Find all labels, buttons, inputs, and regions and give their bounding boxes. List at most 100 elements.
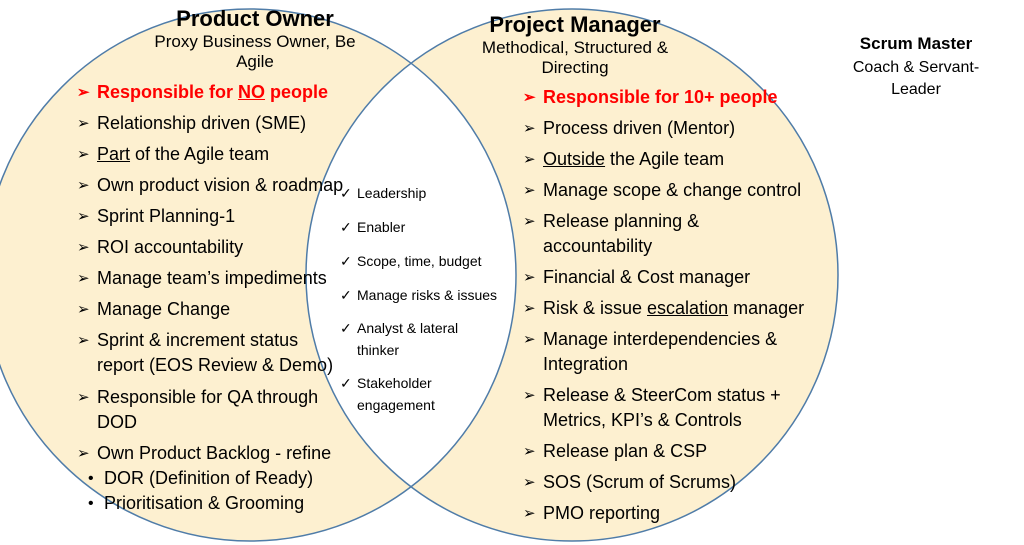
item-text: Manage Change [97,299,231,319]
item-underlined-text: NO [238,82,266,102]
item-underlined-text: Outside [543,149,606,169]
project-manager-subtitle: Methodical, Structured & Directing [482,38,668,78]
list-item: ➢ Release planning & accountability [523,209,700,259]
item-text: SOS (Scrum of Scrums) [543,472,737,492]
checkmark-icon: ✓ [340,185,352,201]
list-item: ➢Responsible for 10+ people [523,85,778,110]
arrow-bullet-icon: ➢ [77,177,90,194]
arrow-bullet-icon: ➢ [77,389,90,406]
item-text: Scope, time, budget [357,253,482,269]
arrow-bullet-icon: ➢ [523,474,536,491]
item-text-line2: DOD [97,412,137,432]
arrow-bullet-icon: ➢ [523,300,536,317]
item-text: Release & SteerCom status + [543,385,781,405]
list-item: ➢Manage team’s impediments [77,266,327,291]
list-item: ➢ Own Product Backlog - refine [77,441,332,466]
item-text: Responsible for 10+ people [543,87,778,107]
item-text: people [265,82,329,102]
list-item: ➢Risk & issue escalation manager [523,296,804,321]
arrow-bullet-icon: ➢ [77,84,90,101]
item-text: Manage scope & change control [543,180,802,200]
arrow-bullet-icon: ➢ [523,387,536,404]
overlap-region [306,9,516,541]
shared-item: ✓ Leadership [340,182,427,204]
list-item: ➢ Outside the Agile team [523,147,725,172]
list-item: ➢ Part of the Agile team [77,142,270,167]
item-text: DOR (Definition of Ready) [104,468,314,488]
scrum-master-subtitle: Coach & Servant- Leader [853,57,979,101]
arrow-bullet-icon: ➢ [77,445,90,462]
project-manager-outline [305,8,839,542]
item-text: Leadership [357,185,427,201]
item-text: ROI accountability [97,237,244,257]
arrow-bullet-icon: ➢ [77,208,90,225]
item-text: Manage risks & issues [357,287,498,303]
bullet-icon: • [88,470,94,487]
item-text-line2: Metrics, KPI’s & Controls [543,410,742,430]
product-owner-subtitle-line2: Agile [236,52,274,71]
item-text: Release plan & CSP [543,441,708,461]
list-item: ➢ Release & SteerCom status + Metrics, KPI… [523,383,781,433]
item-underlined-text: Part [97,144,131,164]
arrow-bullet-icon: ➢ [523,331,536,348]
checkmark-icon: ✓ [340,320,352,336]
item-text: Prioritisation & Grooming [104,493,305,513]
item-text: Release planning & [543,211,700,231]
project-manager-subtitle-line1: Methodical, Structured & [481,38,669,57]
list-item: ➢Financial & Cost manager [523,265,750,290]
item-text-line2: accountability [543,236,653,256]
list-item: •Prioritisation & Grooming [88,491,305,516]
list-item: ➢Relationship driven (SME) [77,111,306,136]
list-item: ➢ SOS (Scrum of Scrums) [523,470,737,495]
list-item: ➢ Manage interdependencies & Integration [523,327,778,377]
item-text: Enabler [357,219,406,235]
list-item: ➢ ROI accountability [77,235,244,260]
shared-item: ✓Scope, time, budget [340,250,482,272]
list-item: ➢PMO reporting [523,501,660,526]
scrum-master-subtitle-line2: Leader [891,81,941,98]
arrow-bullet-icon: ➢ [523,443,536,460]
checkmark-icon: ✓ [340,375,352,391]
list-item: ➢Process driven (Mentor) [523,116,735,141]
item-underlined-text: escalation [647,298,729,318]
item-text: Risk & issue [543,298,648,318]
arrow-bullet-icon: ➢ [523,269,536,286]
item-text-line2: engagement [357,397,435,413]
list-item: ➢Own product vision & roadmap [77,173,343,198]
arrow-bullet-icon: ➢ [77,115,90,132]
item-text: Responsible for [97,82,239,102]
item-text-line2: Integration [543,354,629,374]
item-text: Responsible for QA through [97,387,319,407]
product-owner-title: Product Owner [176,6,334,31]
product-owner-subtitle: Proxy Business Owner, Be Agile [154,32,355,72]
arrow-bullet-icon: ➢ [523,151,536,168]
arrow-bullet-icon: ➢ [77,301,90,318]
product-owner-subtitle-line1: Proxy Business Owner, Be [154,32,356,51]
shared-item: ✓ Manage risks & issues [340,284,498,306]
checkmark-icon: ✓ [340,287,352,303]
arrow-bullet-icon: ➢ [77,239,90,256]
list-item: ➢ Manage Change [77,297,231,322]
arrow-bullet-icon: ➢ [523,120,536,137]
item-text: Sprint Planning-1 [97,206,236,226]
product-owner-outline [0,8,517,542]
list-item: ➢ Responsible for NO people [77,80,329,105]
item-text-line2: thinker [357,342,400,358]
list-item: • DOR (Definition of Ready) [88,466,314,491]
scrum-master-title: Scrum Master [859,34,973,53]
item-text: the Agile team [605,149,725,169]
item-text: of the Agile team [130,144,270,164]
item-text: Manage interdependencies & [543,329,778,349]
shared-item: ✓Enabler [340,216,406,238]
project-manager-subtitle-line2: Directing [541,58,609,77]
list-item: ➢Manage scope & change control [523,178,802,203]
item-text-line2: report (EOS Review & Demo) [97,355,334,375]
item-text: Own Product Backlog - refine [97,443,332,463]
arrow-bullet-icon: ➢ [523,213,536,230]
list-item: ➢ Release plan & CSP [523,439,708,464]
arrow-bullet-icon: ➢ [77,146,90,163]
